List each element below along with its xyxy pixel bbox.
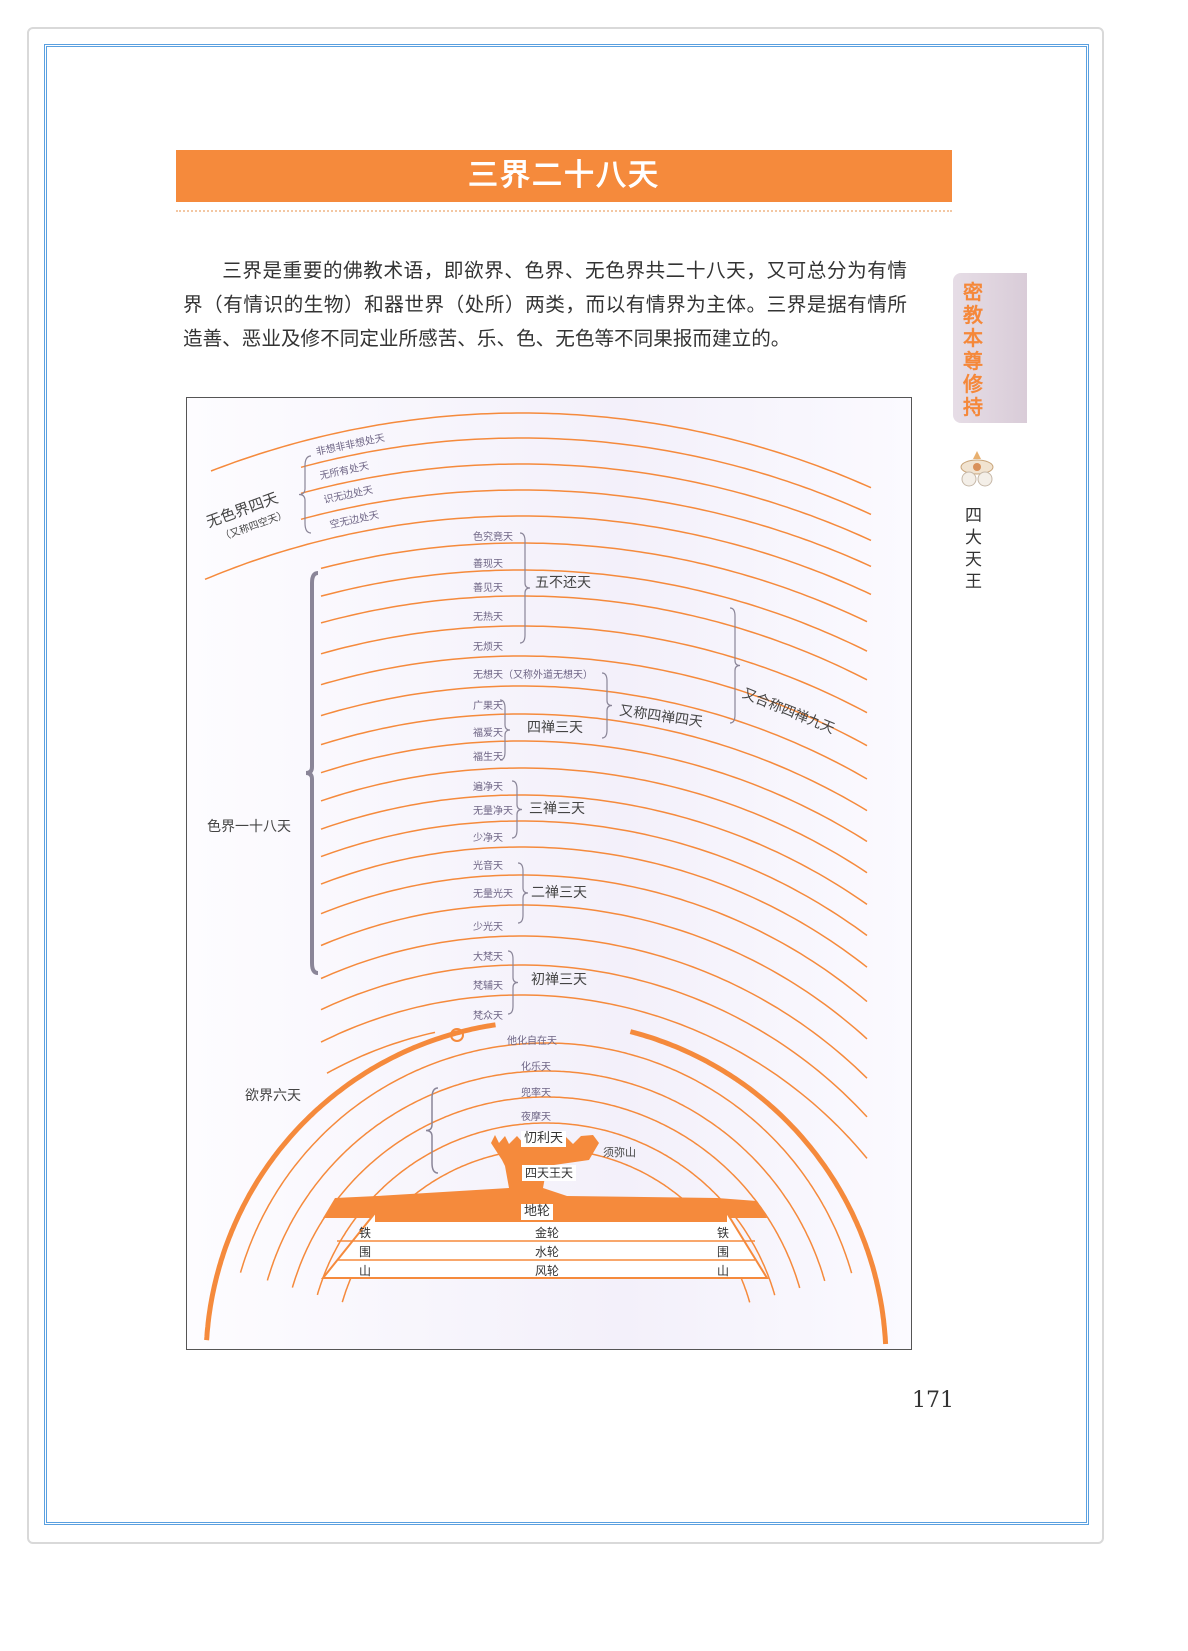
heaven-arc — [320, 625, 868, 714]
formless-brace — [298, 455, 312, 534]
four-kings-label: 四天王天 — [522, 1165, 577, 1181]
trayastrimsa-label: 忉利天 — [521, 1131, 567, 1147]
heaven-label: 大梵天 — [473, 952, 503, 963]
heaven-arc — [300, 463, 872, 542]
group-second: 二禅三天 — [531, 885, 587, 901]
heaven-arc — [320, 820, 868, 937]
heaven-label: 少净天 — [473, 833, 503, 844]
group-first: 初禅三天 — [531, 972, 587, 988]
section-tab: 密教本尊修持 — [953, 273, 1027, 423]
heaven-label: 他化自在天 — [507, 1036, 557, 1047]
heaven-arc — [300, 489, 872, 568]
heaven-label: 福生天 — [473, 752, 503, 763]
first-brace — [507, 950, 519, 1015]
heaven-arc — [320, 964, 868, 1118]
third-brace — [511, 780, 523, 839]
realm-boundary-arc — [210, 412, 872, 489]
heaven-arc — [320, 794, 868, 906]
iron-mountain-left: 铁围山 — [359, 1226, 372, 1278]
realm-desire-label: 欲界六天 — [245, 1088, 301, 1104]
realm-form-label: 色界一十八天 — [207, 819, 291, 835]
group-fourth-three: 四禅三天 — [527, 720, 583, 736]
intro-paragraph: 三界是重要的佛教术语，即欲界、色界、无色界共二十八天，又可总分为有情界（有情识的… — [183, 259, 907, 350]
gold-wheel-label: 金轮 — [535, 1226, 560, 1240]
heaven-arc — [326, 1031, 436, 1074]
heaven-arc — [320, 935, 868, 1079]
heaven-arc — [320, 542, 868, 623]
heaven-arc — [320, 767, 868, 874]
heaven-label: 光音天 — [473, 861, 503, 872]
heaven-label: 梵众天 — [473, 1011, 503, 1022]
heaven-arc — [320, 846, 868, 968]
heaven-label: 广果天 — [473, 701, 503, 712]
heaven-label: 少光天 — [473, 922, 503, 933]
heaven-label: 无量净天 — [473, 806, 513, 817]
three-realms-diagram: 无色界四天 （又称四空天） 色界一十八天 欲界六天 非想非非想处天无所有处天识无… — [186, 397, 912, 1350]
heaven-label: 遍净天 — [473, 782, 503, 793]
ornament-icon — [960, 451, 994, 487]
second-brace — [517, 862, 529, 924]
group-five-pure: 五不还天 — [535, 575, 591, 591]
page-number: 171 — [912, 1388, 954, 1413]
heaven-arc — [239, 1042, 853, 1274]
earth-wheel-label: 地轮 — [521, 1204, 554, 1220]
heaven-arc — [320, 874, 868, 1003]
heaven-arc — [320, 740, 868, 843]
water-wheel-label: 水轮 — [535, 1245, 560, 1259]
heaven-label: 无量光天 — [473, 889, 513, 900]
fourth-four-brace — [601, 672, 613, 739]
chapter-label: 四大天王 — [965, 506, 982, 592]
sumeru-label: 须弥山 — [603, 1146, 636, 1159]
wind-wheel-label: 风轮 — [535, 1264, 560, 1278]
title-divider — [176, 210, 952, 212]
page-frame — [27, 27, 1104, 1544]
heaven-label: 无热天 — [473, 612, 503, 623]
heaven-arc — [266, 1070, 826, 1282]
heaven-label: 无烦天 — [473, 642, 503, 653]
iron-mountain-right: 铁围山 — [717, 1226, 730, 1278]
heaven-label: 色究竟天 — [473, 532, 513, 543]
heaven-arc — [291, 1096, 801, 1289]
heaven-label: 化乐天 — [521, 1062, 551, 1073]
page-title: 三界二十八天 — [176, 150, 952, 202]
section-tab-label: 密教本尊修持 — [963, 280, 983, 419]
heaven-label: 梵辅天 — [473, 981, 503, 992]
fourth-nine-brace — [729, 607, 741, 724]
heaven-arc — [300, 437, 872, 516]
heaven-arc — [320, 994, 868, 1159]
form-brace — [305, 571, 319, 975]
desire-brace — [425, 1087, 439, 1174]
desire-boundary-arc — [629, 1029, 889, 1345]
heaven-label: 善现天 — [473, 559, 503, 570]
fourth-three-brace — [499, 699, 511, 761]
heaven-label: 兜率天 — [521, 1088, 551, 1099]
page-border — [44, 44, 1089, 1525]
heaven-label: 福爱天 — [473, 728, 503, 739]
five-pure-brace — [519, 532, 531, 644]
heaven-label: 无想天（又称外道无想天） — [473, 670, 593, 681]
desire-boundary-arc — [204, 1022, 496, 1341]
heaven-arc — [320, 569, 868, 652]
heaven-arc — [320, 713, 868, 812]
group-third: 三禅三天 — [529, 801, 585, 817]
sun-icon — [450, 1028, 464, 1042]
heaven-arc — [320, 595, 868, 681]
realm-boundary-arc — [204, 515, 872, 596]
heaven-label: 夜摩天 — [521, 1112, 551, 1123]
heaven-arc — [320, 904, 868, 1040]
heaven-arc — [320, 685, 868, 780]
heaven-label: 善见天 — [473, 583, 503, 594]
heaven-arc — [320, 655, 868, 747]
